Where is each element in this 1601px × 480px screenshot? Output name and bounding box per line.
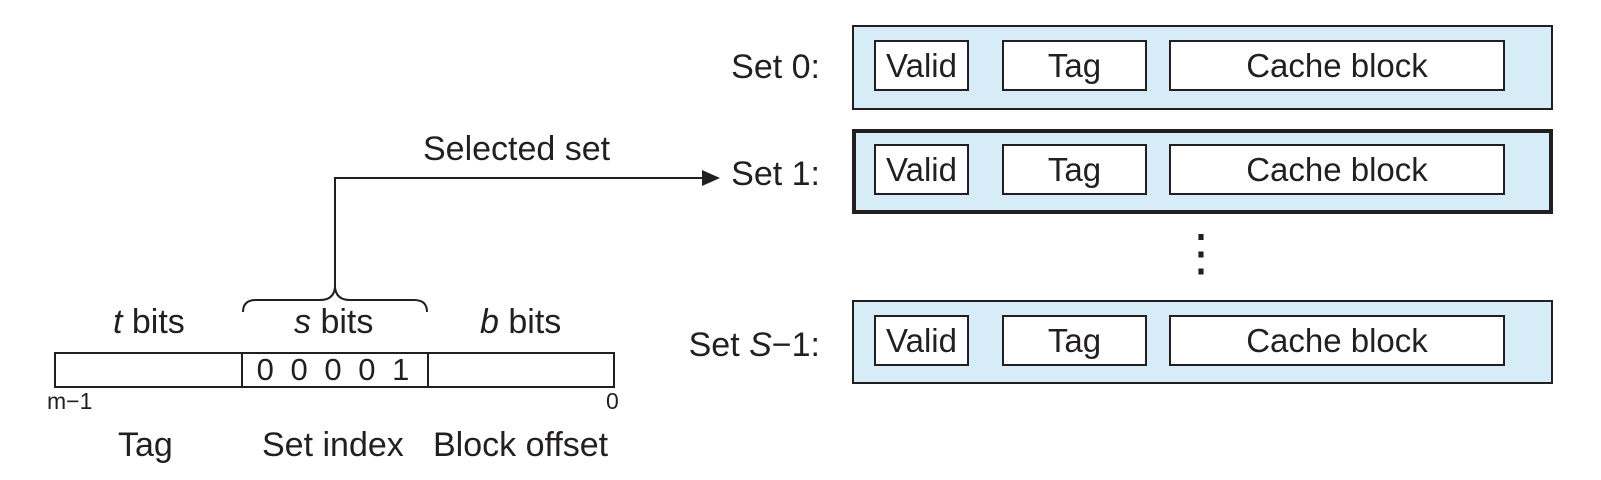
set-0-label: Set 0:	[660, 48, 820, 87]
lsb-label: 0	[606, 388, 619, 414]
set-last-cache-block-cell: Cache block	[1169, 315, 1505, 366]
set-last: Valid Tag Cache block	[852, 300, 1553, 384]
set-0: Valid Tag Cache block	[852, 25, 1553, 110]
tag-field-name: Tag	[118, 426, 173, 464]
set-last-label-suffix: −1:	[771, 326, 820, 364]
block-bits-var: b	[480, 303, 499, 341]
set-index-value: 0 0 0 0 1	[256, 352, 414, 387]
set-bits-suffix: bits	[311, 303, 374, 341]
set-index-field-name: Set index	[262, 426, 404, 464]
vertical-ellipsis: ⋮	[1176, 225, 1226, 281]
block-bits-suffix: bits	[498, 303, 562, 341]
set-1-cache-block-cell: Cache block	[1169, 144, 1505, 195]
selected-set-label: Selected set	[423, 130, 611, 168]
msb-label: m−1	[47, 388, 93, 414]
set-0-label-prefix: Set 0:	[731, 48, 820, 86]
tag-bits-header: t bits	[113, 305, 185, 339]
set-1-label: Set 1:	[660, 155, 820, 194]
block-offset-field-name: Block offset	[433, 426, 609, 464]
set-0-tag-cell: Tag	[1002, 40, 1147, 91]
set-0-cache-block-cell: Cache block	[1169, 40, 1505, 91]
tag-bits-suffix: bits	[122, 303, 185, 341]
set-last-label-prefix: Set	[688, 326, 750, 364]
set-last-valid-cell: Valid	[874, 315, 969, 366]
set-1-valid-cell: Valid	[874, 144, 969, 195]
set-bits-var: s	[294, 303, 311, 341]
set-1-tag-cell: Tag	[1002, 144, 1147, 195]
tag-bits-var: t	[113, 303, 123, 341]
set-1-selected: Valid Tag Cache block	[852, 129, 1553, 214]
set-last-tag-cell: Tag	[1002, 315, 1147, 366]
block-bits-header: b bits	[480, 305, 561, 339]
set-1-label-prefix: Set 1:	[731, 155, 820, 193]
tag-field	[54, 352, 243, 388]
set-0-valid-cell: Valid	[874, 40, 969, 91]
set-index-field: 0 0 0 0 1	[241, 352, 429, 388]
set-last-label: Set S−1:	[660, 326, 820, 365]
set-last-label-var: S	[749, 326, 772, 364]
set-bits-header: s bits	[294, 305, 373, 339]
selected-set-line	[334, 177, 702, 287]
block-offset-field	[427, 352, 615, 388]
